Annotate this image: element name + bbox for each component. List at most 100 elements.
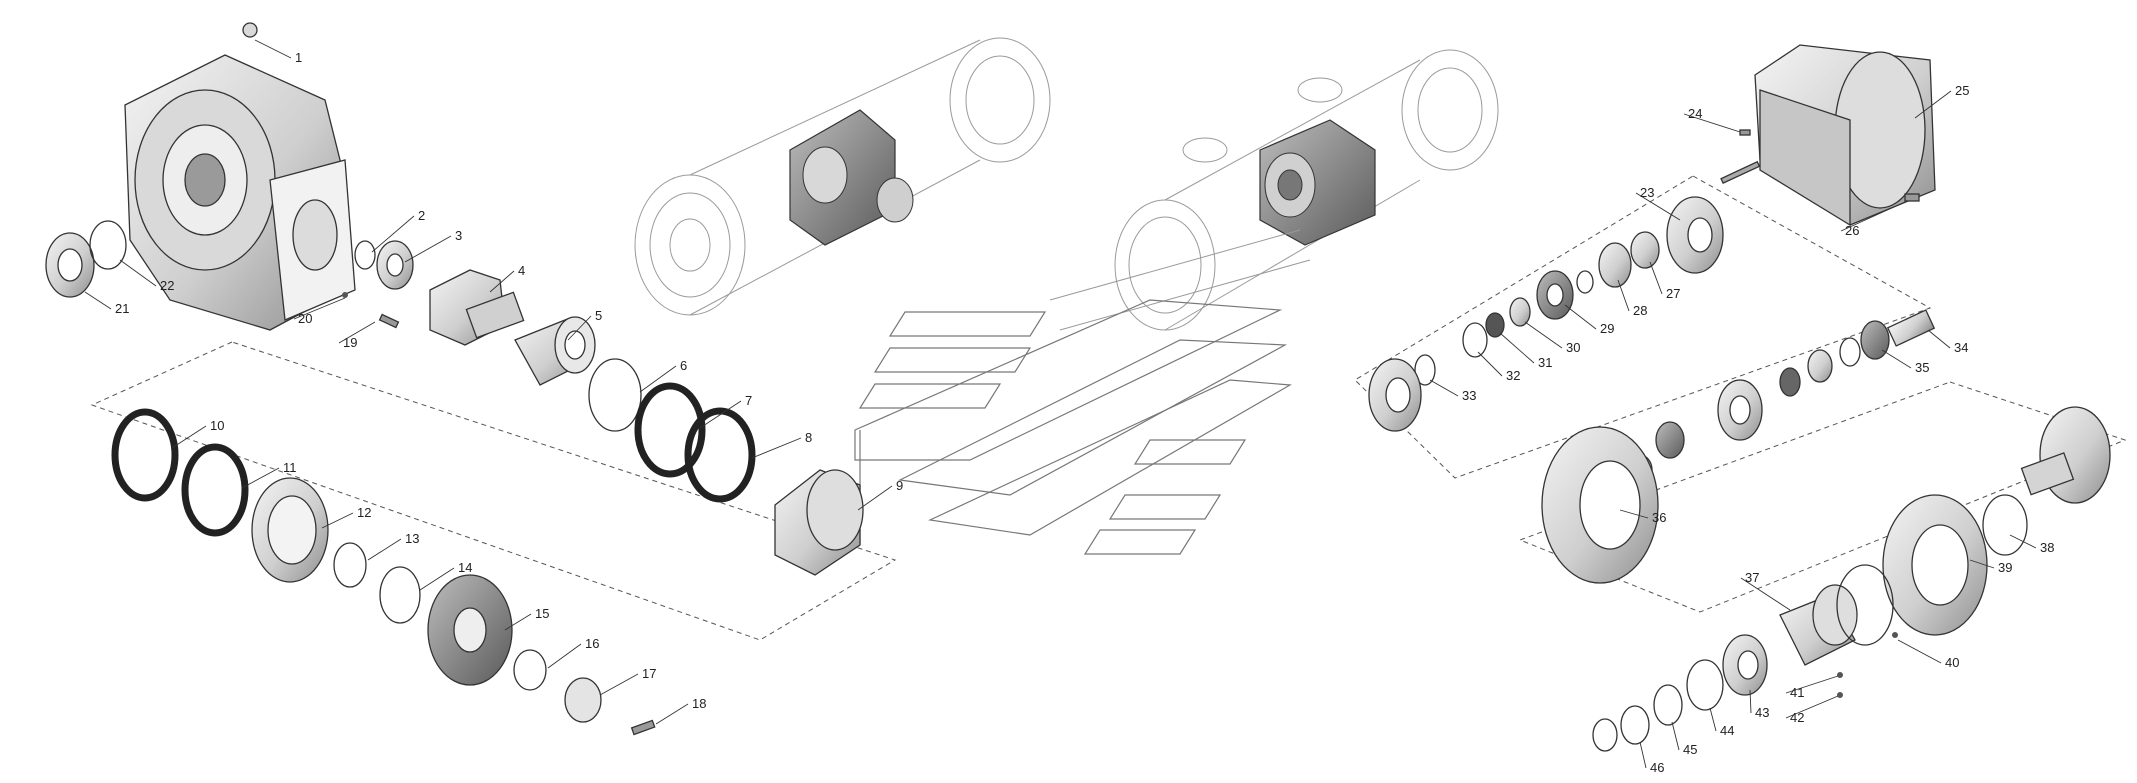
callout-23: 23 — [1640, 185, 1654, 200]
leader-line-38 — [2009, 534, 2037, 549]
callout-15: 15 — [535, 606, 549, 621]
leader-line-13 — [367, 538, 402, 561]
leader-line-44 — [1709, 707, 1717, 732]
part-9-hub — [774, 469, 864, 576]
leader-line-31 — [1499, 332, 1535, 364]
callout-37: 37 — [1745, 570, 1759, 585]
leader-line-42 — [1785, 695, 1839, 719]
callout-5: 5 — [595, 308, 602, 323]
right-gear-stack-b — [1807, 349, 1833, 383]
callout-32: 32 — [1506, 368, 1520, 383]
leader-line-3 — [404, 235, 452, 263]
part-36-ring-gear — [1541, 426, 1659, 584]
leader-line-34 — [1927, 329, 1951, 349]
part-13-ring — [333, 542, 367, 588]
callout-24: 24 — [1688, 106, 1702, 121]
part-30-bushing — [1509, 297, 1531, 327]
part-27-bushing — [1630, 231, 1660, 269]
callout-29: 29 — [1600, 321, 1614, 336]
part-22-ring — [89, 220, 127, 270]
leader-line-16 — [547, 643, 582, 669]
callout-8: 8 — [805, 430, 812, 445]
leader-line-8 — [751, 437, 802, 459]
callout-30: 30 — [1566, 340, 1580, 355]
right-gear-mid — [1655, 421, 1685, 459]
leader-line-1 — [254, 39, 292, 59]
part-45-ring — [1653, 684, 1683, 726]
assembly-outlines — [90, 175, 2127, 641]
part-18-bolt — [630, 719, 656, 736]
leader-line-20 — [293, 297, 346, 320]
part-17-plate — [564, 677, 602, 723]
leader-line-29 — [1564, 304, 1597, 330]
part-10-friction-disc — [111, 408, 179, 502]
callout-1: 1 — [295, 50, 302, 65]
part-7-friction-disc — [634, 382, 706, 478]
leader-line-32 — [1477, 351, 1503, 377]
leader-line-46 — [1639, 741, 1647, 769]
leader-line-36 — [1619, 509, 1649, 519]
callout-27: 27 — [1666, 286, 1680, 301]
callout-17: 17 — [642, 666, 656, 681]
callout-38: 38 — [2040, 540, 2054, 555]
part-32-ring — [1462, 322, 1488, 358]
part-46-washer — [1592, 718, 1618, 752]
part-4-pinion — [429, 269, 525, 346]
callout-25: 25 — [1955, 83, 1969, 98]
callout-2: 2 — [418, 208, 425, 223]
callout-12: 12 — [357, 505, 371, 520]
part-15-cover — [427, 574, 513, 686]
callout-35: 35 — [1915, 360, 1929, 375]
leader-line-43 — [1749, 689, 1752, 714]
callout-21: 21 — [115, 301, 129, 316]
callout-18: 18 — [692, 696, 706, 711]
callout-45: 45 — [1683, 742, 1697, 757]
leader-line-28 — [1617, 279, 1630, 312]
axle-context-right — [1049, 49, 1499, 331]
leader-line-11 — [241, 467, 280, 489]
leader-line-27 — [1649, 261, 1663, 295]
leader-line-15 — [504, 613, 532, 631]
leader-line-19 — [338, 321, 376, 344]
leader-line-37 — [1740, 577, 1791, 611]
part-40-pin — [1892, 632, 1898, 638]
leader-line-40 — [1897, 639, 1942, 664]
leader-line-12 — [321, 512, 354, 529]
leader-line-18 — [655, 703, 689, 725]
part-11-friction-disc — [181, 443, 249, 537]
right-upper-assembly-outline — [1354, 175, 1932, 479]
watermark-logo — [854, 299, 1292, 555]
leader-line-24 — [1683, 113, 1741, 133]
axle-context-left — [634, 37, 1051, 316]
leader-line-35 — [1881, 349, 1912, 369]
callout-20: 20 — [298, 311, 312, 326]
part-38-differential-carrier — [2020, 406, 2111, 504]
part-46-ring — [1620, 705, 1650, 745]
leader-line-33 — [1429, 379, 1459, 397]
callout-40: 40 — [1945, 655, 1959, 670]
leader-line-41 — [1785, 675, 1839, 694]
callout-13: 13 — [405, 531, 419, 546]
part-23-flange — [1666, 196, 1724, 274]
callout-31: 31 — [1538, 355, 1552, 370]
leader-line-9 — [857, 485, 893, 511]
callout-42: 42 — [1790, 710, 1804, 725]
callout-44: 44 — [1720, 723, 1734, 738]
callout-14: 14 — [458, 560, 472, 575]
part-34-bushing — [1886, 309, 1936, 347]
callout-33: 33 — [1462, 388, 1476, 403]
part-16-washer — [513, 649, 547, 691]
right-gear-stack-a — [1839, 337, 1861, 367]
callout-39: 39 — [1998, 560, 2012, 575]
callout-6: 6 — [680, 358, 687, 373]
callout-36: 36 — [1652, 510, 1666, 525]
leader-line-39 — [1969, 559, 1995, 569]
right-ring-mid-large — [1836, 564, 1894, 646]
part-44-ring — [1686, 659, 1724, 711]
callout-26: 26 — [1845, 223, 1859, 238]
part-8-friction-disc — [684, 407, 756, 503]
part-14-ring — [379, 566, 421, 624]
part-39-case — [1882, 494, 1988, 636]
